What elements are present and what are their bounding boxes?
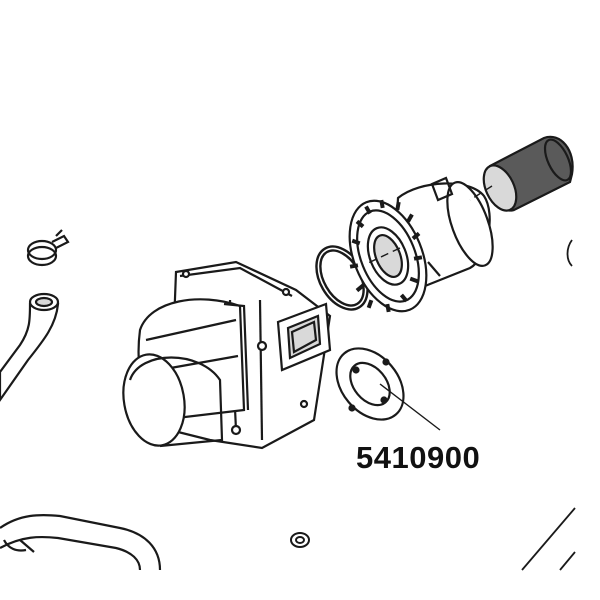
part-number-label: 5410900 [356, 440, 481, 475]
center-axis [365, 185, 493, 265]
bottom-pipe [0, 513, 162, 571]
grommet [290, 532, 310, 548]
hose-clamp [26, 229, 70, 267]
blower-assembly [122, 260, 332, 450]
flame-tube [482, 135, 574, 212]
flange-gasket [335, 347, 405, 421]
left-hose [0, 292, 60, 402]
burner-flange [348, 176, 494, 313]
frame-lines [521, 239, 576, 571]
leader-line [379, 383, 441, 431]
